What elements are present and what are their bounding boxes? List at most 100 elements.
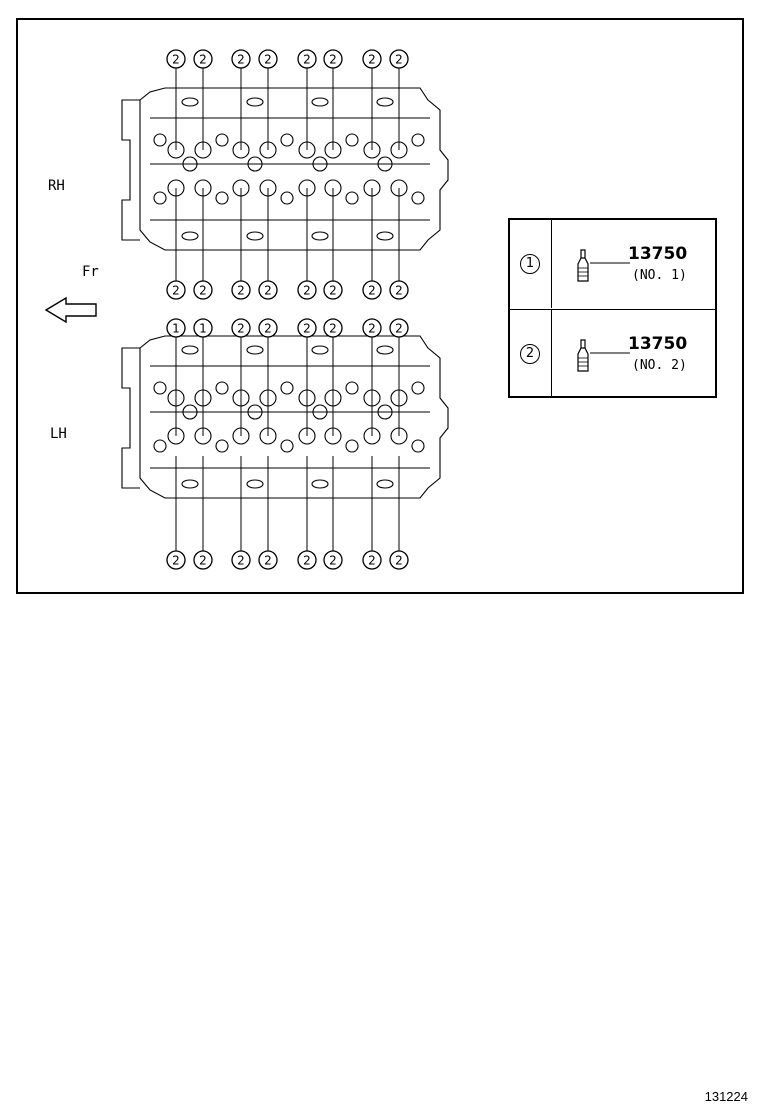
journal-oval [181,231,199,241]
callout-circle [323,280,343,300]
callout-circle [193,280,213,300]
legend-row-2: 2 13750 (NO. 2) [510,309,715,398]
callout-number: 2 [199,554,207,568]
bolt-hole [215,439,229,453]
callout-circle [193,49,213,69]
callout-number: 2 [368,554,376,568]
journal-oval [376,231,394,241]
callout-circle [297,49,317,69]
callout-number: 2 [237,322,245,336]
callout-number: 2 [303,284,311,298]
part-sub-1: (NO. 1) [632,268,687,283]
part-sub-2: (NO. 2) [632,358,687,373]
callout-number: 2 [303,554,311,568]
callout-circle [231,318,251,338]
bolt-hole [411,133,425,147]
callout-circle [323,318,343,338]
callout-number: 2 [237,284,245,298]
callout-circle [258,49,278,69]
callout-number: 2 [395,322,403,336]
callout-circle [389,280,409,300]
callout-circle [258,280,278,300]
journal-oval [311,97,329,107]
journal-oval [311,231,329,241]
bolt-hole [280,381,294,395]
bolt-hole [280,133,294,147]
journal-oval [376,345,394,355]
plug-boss [377,404,393,420]
leader-line [590,262,630,264]
bolt-hole [215,381,229,395]
legend-row-1: 1 13750 (NO. 1) [510,220,715,308]
callout-number: 2 [329,284,337,298]
plug-boss [182,156,198,172]
callout-number: 2 [368,284,376,298]
journal-oval [246,231,264,241]
plug-boss [377,156,393,172]
rh-label: RH [48,178,65,194]
journal-oval [181,345,199,355]
callout-circle [166,550,186,570]
callout-number: 2 [199,284,207,298]
callout-number: 2 [199,53,207,67]
bolt-hole [153,381,167,395]
callout-number: 2 [368,53,376,67]
plug-boss [312,404,328,420]
callout-circle [362,49,382,69]
callout-number: 2 [329,53,337,67]
bolt-hole [280,191,294,205]
callout-circle [297,550,317,570]
figure-frame [16,18,744,594]
callout-number: 2 [172,554,180,568]
callout-number: 2 [303,322,311,336]
valve-lifter-icon [577,339,589,372]
bolt-hole [153,439,167,453]
plug-boss [247,404,263,420]
bolt-hole [411,191,425,205]
callout-circle [362,318,382,338]
head-outline [139,87,449,251]
head-outline [139,335,449,499]
callout-circle [231,280,251,300]
bolt-hole [345,381,359,395]
legend-mark-cell: 1 [510,220,552,308]
callout-number: 2 [264,284,272,298]
bolt-hole [153,191,167,205]
valve-lifter-icon [577,249,589,282]
callout-circle [193,550,213,570]
bolt-hole [215,191,229,205]
bolt-hole [345,439,359,453]
journal-oval [246,479,264,489]
callout-circle [389,550,409,570]
head-flange [121,99,140,241]
callout-number: 2 [395,284,403,298]
callout-number: 2 [395,554,403,568]
bolt-hole [345,191,359,205]
callout-circle [166,280,186,300]
callout-circle [297,318,317,338]
callout-circle [362,550,382,570]
journal-oval [376,97,394,107]
callout-circle [323,550,343,570]
callout-number: 2 [172,53,180,67]
bolt-hole [345,133,359,147]
journal-oval [181,479,199,489]
journal-oval [311,479,329,489]
callout-circle [389,318,409,338]
bolt-hole [280,439,294,453]
callout-circle [166,49,186,69]
journal-oval [376,479,394,489]
callout-number: 2 [329,322,337,336]
callout-number: 2 [395,53,403,67]
part-number-2: 13750 [628,334,688,354]
plug-boss [312,156,328,172]
journal-oval [246,345,264,355]
figure-number: 131224 [704,1089,748,1104]
callout-circle [389,49,409,69]
callout-circle [258,318,278,338]
front-label: Fr [82,264,99,280]
callout-circle [323,49,343,69]
callout-number: 2 [237,53,245,67]
parts-legend: 1 13750 (NO. 1) 2 13750 (NO. 2) [508,218,717,398]
callout-circle [258,550,278,570]
